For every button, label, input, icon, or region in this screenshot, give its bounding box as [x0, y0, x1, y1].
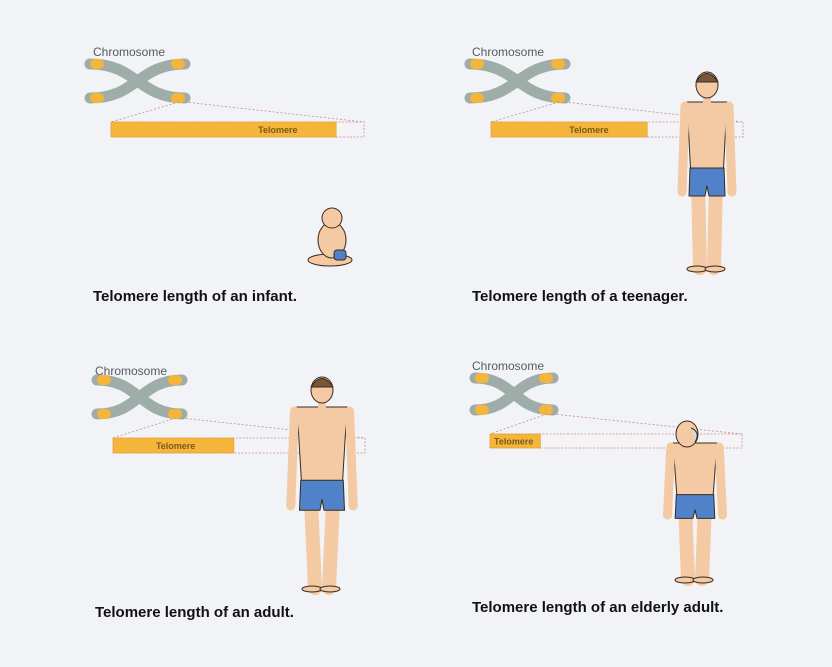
chromosome-telomere-cap [90, 93, 104, 103]
foot [319, 585, 341, 593]
panel-teenager: Chromosome Telomere length of a teenager… [464, 45, 744, 305]
foot [686, 265, 708, 273]
zoom-guide-line [112, 417, 177, 439]
arm [345, 406, 358, 511]
neck [703, 95, 711, 103]
foot [674, 576, 696, 584]
foot [692, 576, 714, 584]
chromosome-telomere-cap [475, 405, 489, 415]
panel-elderly: Chromosome Telomere length of an elderly… [469, 359, 743, 616]
arm [724, 101, 737, 197]
telomere-bar [110, 121, 337, 138]
torso [686, 101, 728, 179]
chromosome-telomere-cap [551, 59, 565, 69]
chromosome-telomere-cap [97, 409, 111, 419]
chromosome-telomere-cap [97, 375, 111, 385]
figure-teenager [677, 71, 737, 275]
chromosome-telomere-cap [171, 59, 185, 69]
panel-adult: Chromosome Telomere length of an adult. … [91, 364, 366, 621]
zoom-guide-line [110, 101, 180, 123]
caption: Telomere length of an adult. [95, 604, 294, 621]
foot [704, 265, 726, 273]
chromosome-arm [84, 58, 191, 104]
chromosome-telomere-cap [90, 59, 104, 69]
zoom-guide-line [552, 413, 743, 435]
arm [663, 442, 676, 520]
neck [318, 400, 326, 408]
arm [714, 442, 727, 520]
chromosome [84, 58, 191, 104]
chromosome [469, 372, 559, 416]
figure-elderly [663, 420, 727, 586]
figure-adult [286, 376, 358, 595]
telomere-label: Telomere [569, 125, 608, 135]
infant-head [321, 207, 343, 229]
hair [690, 427, 698, 443]
foot [301, 585, 323, 593]
chromosome-label: Chromosome [472, 45, 544, 59]
head [675, 420, 699, 448]
shorts [688, 167, 726, 197]
chromosome [91, 374, 188, 420]
chromosome-telomere-cap [168, 409, 182, 419]
zoom-guide-line [490, 101, 560, 123]
telomere-bar [490, 121, 648, 138]
panel-infant: Chromosome Telomere length of an infant.… [84, 45, 365, 305]
shorts [299, 479, 345, 511]
torso [672, 442, 718, 504]
hair [310, 378, 334, 388]
zoom-guide-line [489, 413, 548, 435]
chromosome-telomere-cap [551, 93, 565, 103]
caption: Telomere length of an elderly adult. [472, 599, 723, 616]
chromosome-telomere-cap [171, 93, 185, 103]
telomere-bar [112, 437, 235, 454]
hair [695, 73, 719, 83]
chromosome-telomere-cap [470, 59, 484, 69]
chromosome-telomere-cap [470, 93, 484, 103]
chromosome-label: Chromosome [93, 45, 165, 59]
telomere-label: Telomere [258, 125, 297, 135]
neck [683, 444, 691, 452]
arm [677, 101, 690, 197]
torso [296, 406, 348, 492]
chromosome-telomere-cap [539, 373, 553, 383]
telomere-label: Telomere [156, 441, 195, 451]
chromosome-telomere-cap [539, 405, 553, 415]
chromosome-label: Chromosome [95, 364, 167, 378]
zoom-guide-line [184, 101, 365, 123]
arm [286, 406, 299, 511]
chromosome-arm [464, 58, 571, 104]
figure-infant [307, 207, 353, 267]
infant-diaper [333, 249, 347, 261]
telomere-label: Telomere [494, 437, 533, 447]
telomere-bar [489, 433, 541, 449]
chromosome-label: Chromosome [472, 359, 544, 373]
caption: Telomere length of a teenager. [472, 288, 688, 305]
shorts [674, 494, 716, 519]
caption: Telomere length of an infant. [93, 288, 297, 305]
chromosome-telomere-cap [475, 373, 489, 383]
chromosome-telomere-cap [168, 375, 182, 385]
chromosome [464, 58, 571, 104]
